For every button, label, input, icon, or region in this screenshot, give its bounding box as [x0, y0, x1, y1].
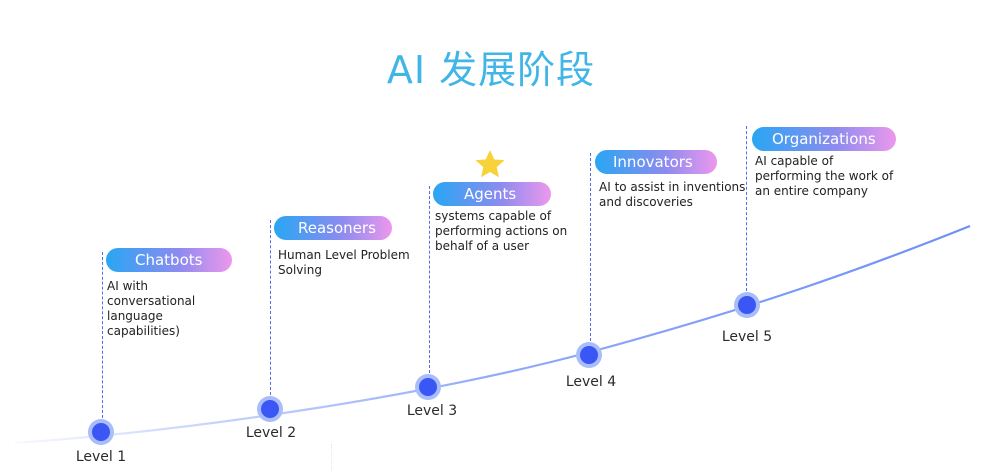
- stage-description-level-4: AI to assist in inventions and discoveri…: [599, 180, 749, 210]
- stage-badge-label: Organizations: [772, 130, 876, 148]
- description-line: behalf of a user: [435, 239, 530, 253]
- level-node-1: [92, 423, 110, 441]
- description-line: AI to assist in inventions: [599, 180, 746, 194]
- faint-divider: [331, 444, 332, 470]
- description-line: AI capable of: [755, 154, 834, 168]
- description-line: systems capable of: [435, 209, 552, 223]
- level-label-5: Level 5: [721, 329, 773, 345]
- stage-description-level-1: AI with conversational language capabili…: [107, 279, 227, 339]
- stage-badge-reasoners: Reasoners: [274, 216, 392, 240]
- stage-badge-label: Innovators: [613, 153, 693, 171]
- stage-description-level-5: AI capable of performing the work of an …: [755, 154, 905, 199]
- level-node-2: [261, 400, 279, 418]
- stage-badge-innovators: Innovators: [595, 150, 717, 174]
- description-line: Human Level Problem: [278, 248, 410, 262]
- description-line: performing actions on: [435, 224, 568, 238]
- description-line: Solving: [278, 263, 322, 277]
- level-label-1: Level 1: [75, 449, 127, 465]
- connector-line-level-1: [102, 252, 103, 418]
- connector-line-level-4: [590, 153, 591, 341]
- stage-description-level-3: systems capable of performing actions on…: [435, 209, 585, 254]
- page-title: AI 发展阶段: [386, 48, 596, 92]
- stage-description-level-2: Human Level Problem Solving: [278, 248, 428, 278]
- level-label-3: Level 3: [406, 403, 458, 419]
- level-node-5: [738, 296, 756, 314]
- level-node-4: [580, 346, 598, 364]
- stage-badge-label: Chatbots: [135, 251, 203, 269]
- description-line: and discoveries: [599, 195, 693, 209]
- stage-badge-chatbots: Chatbots: [106, 248, 232, 272]
- description-line: an entire company: [755, 184, 868, 198]
- description-line: performing the work of: [755, 169, 894, 183]
- description-line: AI with: [107, 279, 149, 293]
- level-node-3: [419, 378, 437, 396]
- description-line: language: [107, 309, 163, 323]
- stage-badge-label: Agents: [464, 185, 517, 203]
- level-label-4: Level 4: [565, 374, 617, 390]
- stage-badge-agents: Agents: [433, 182, 551, 206]
- connector-line-level-3: [429, 186, 430, 373]
- stage-badge-organizations: Organizations: [752, 127, 896, 151]
- description-line: conversational: [107, 294, 196, 308]
- description-line: capabilities): [107, 324, 180, 338]
- connector-line-level-5: [746, 126, 747, 291]
- stage-badge-label: Reasoners: [298, 219, 376, 237]
- star-icon: [475, 150, 505, 178]
- level-label-2: Level 2: [245, 425, 297, 441]
- connector-line-level-2: [270, 220, 271, 395]
